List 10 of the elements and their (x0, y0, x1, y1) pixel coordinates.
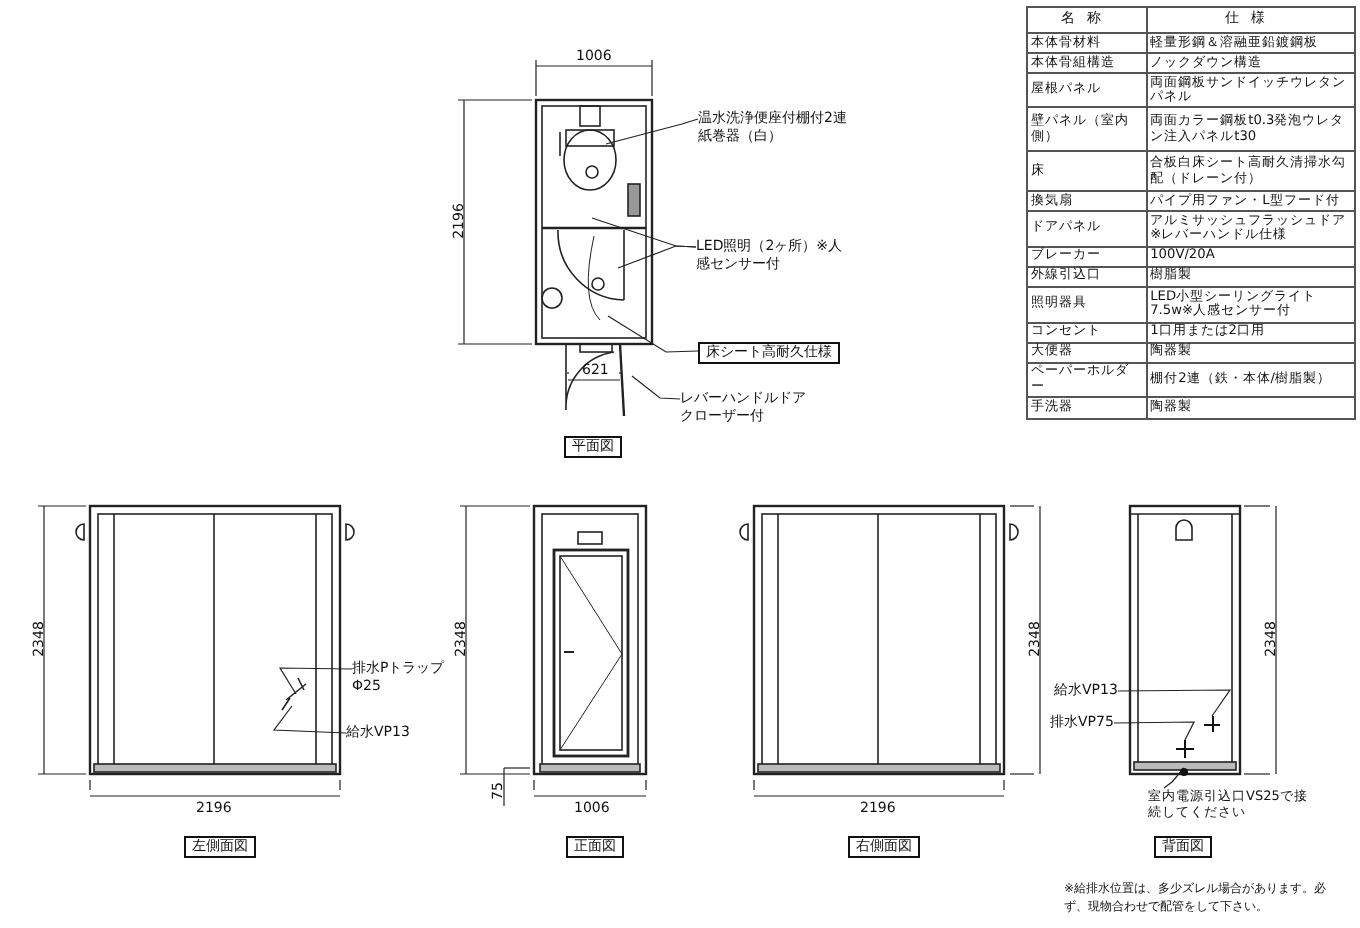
leader-line (631, 375, 681, 400)
leader-line (278, 667, 353, 695)
leader-line (1163, 767, 1185, 789)
leader-line (617, 245, 697, 269)
leader-line (1117, 689, 1232, 717)
leader-line (605, 118, 699, 145)
inlet-dot (1180, 768, 1188, 776)
leader-line (607, 315, 699, 353)
leader-line (272, 705, 347, 734)
leader-line (1113, 721, 1195, 741)
